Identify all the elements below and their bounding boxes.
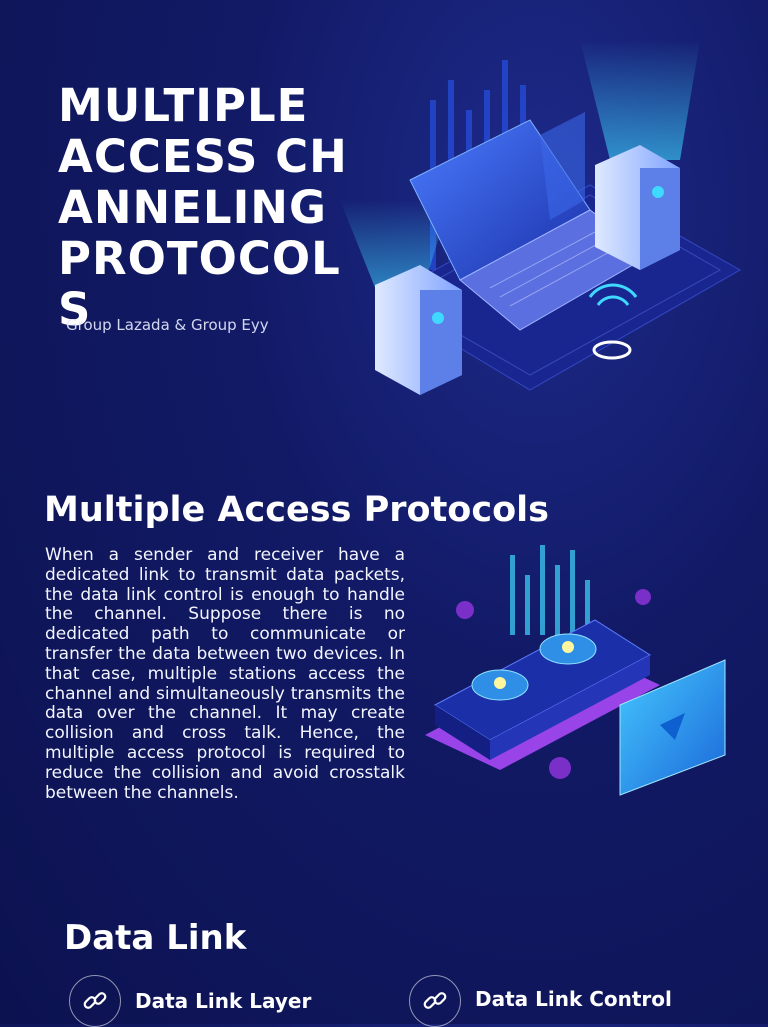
section-heading: Multiple Access Protocols xyxy=(44,490,549,530)
data-link-control-item[interactable]: Data Link Control xyxy=(409,975,672,1027)
data-link-control-label: Data Link Control xyxy=(475,987,672,1011)
network-illustration xyxy=(340,40,742,395)
hardware-chip-illustration xyxy=(425,545,726,796)
page-title: MULTIPLE ACCESS CHANNELING PROTOCOLS xyxy=(58,79,348,336)
data-link-heading: Data Link xyxy=(64,918,247,958)
data-link-layer-item[interactable]: Data Link Layer xyxy=(69,975,311,1027)
section-body: When a sender and receiver have a dedica… xyxy=(45,545,405,803)
link-icon[interactable] xyxy=(409,975,461,1027)
page-subtitle: Group Lazada & Group Eyy xyxy=(66,316,269,334)
link-icon[interactable] xyxy=(69,975,121,1027)
data-link-layer-label: Data Link Layer xyxy=(135,989,312,1013)
